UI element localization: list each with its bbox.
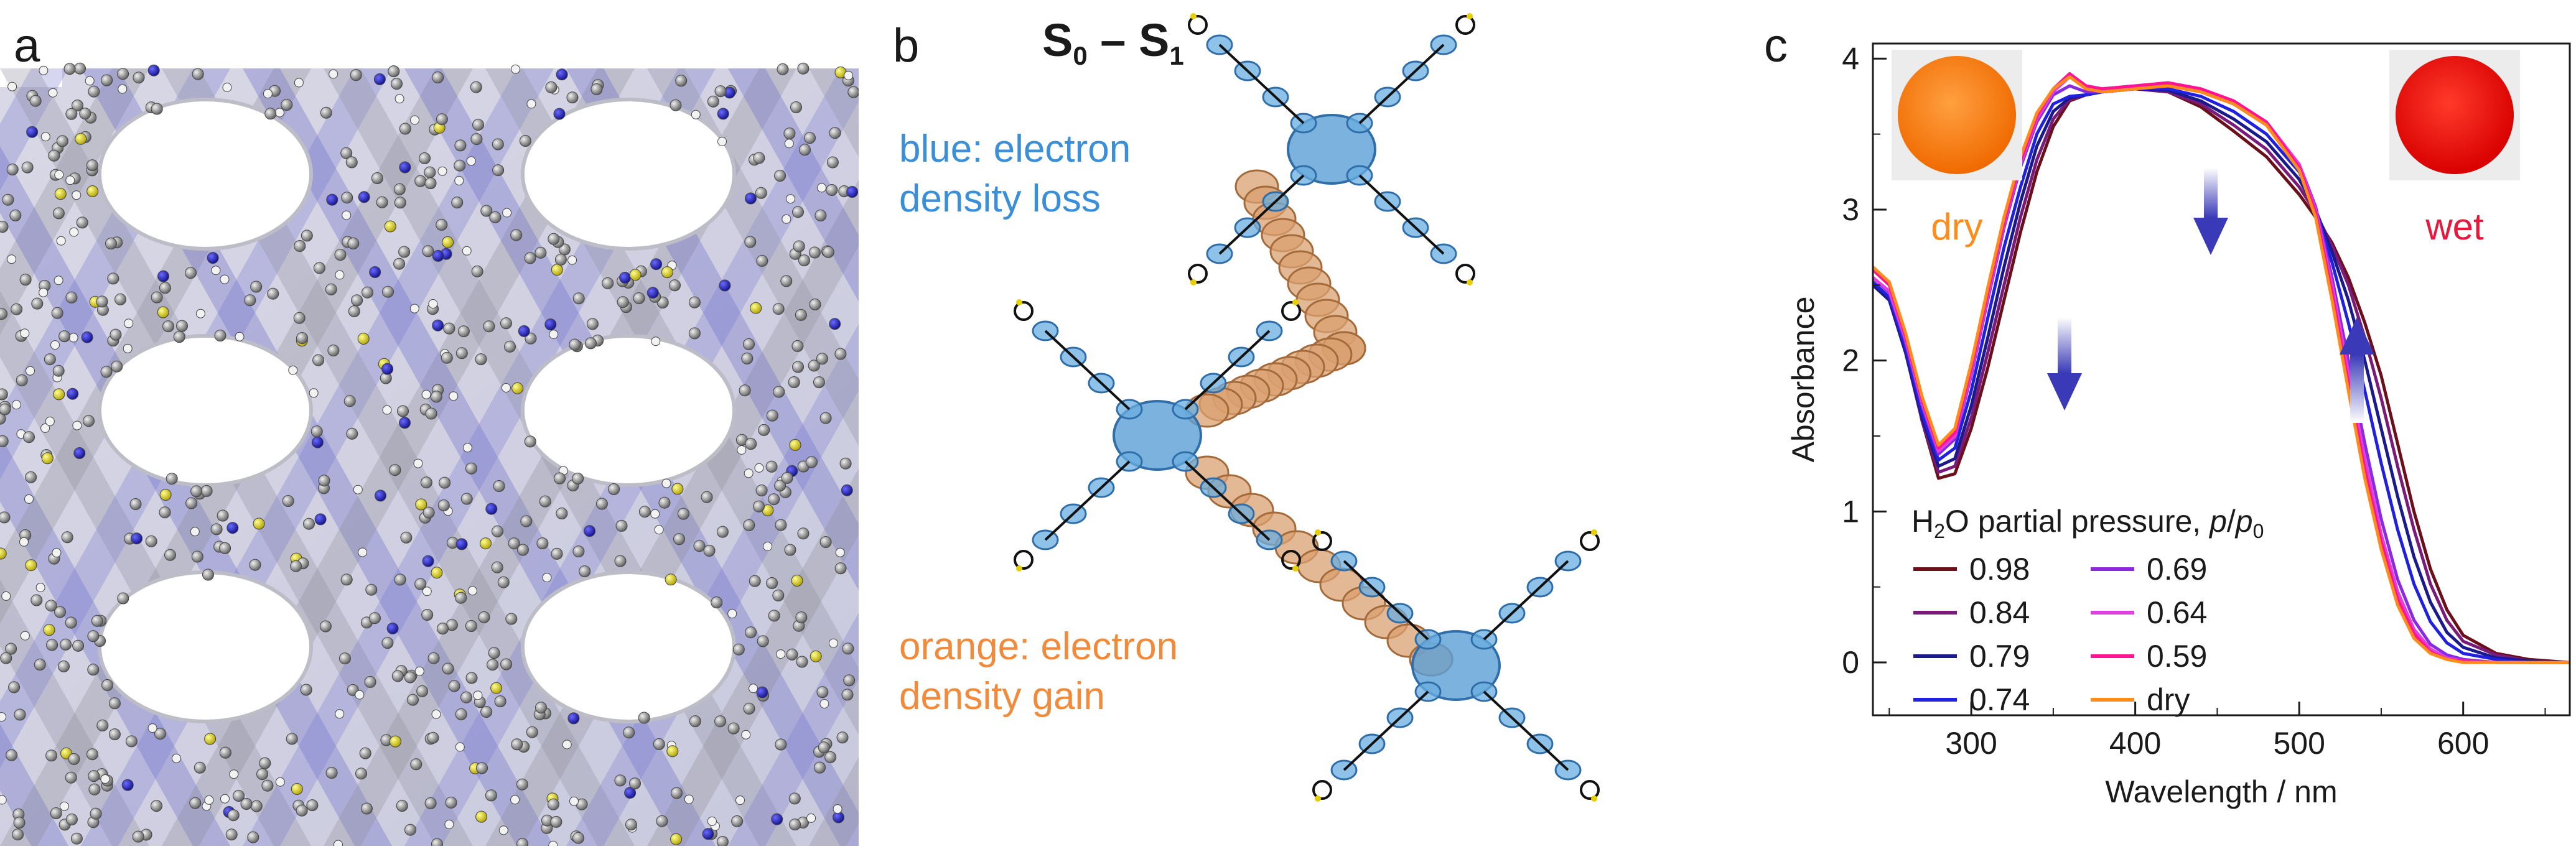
series-line-dry [1872,75,2570,664]
x-tick-label: 300 [1945,726,1997,761]
legend-label: 0.84 [1969,595,2030,630]
pore [521,334,736,487]
pore [521,98,736,251]
plot-frame [1872,42,2571,717]
y-tick-label: 0 [1842,645,1859,680]
y-tick-label: 1 [1842,494,1859,529]
y-tick-label: 4 [1842,41,1859,76]
dry-label: dry [1931,206,1982,248]
framework-pores [98,98,736,723]
panel-label-a: a [14,19,40,72]
legend-title: H2O partial pressure, p/p0 [1911,504,2264,542]
orange-caption-line1: orange: electron [899,625,1178,668]
wet-label: wet [2425,206,2484,248]
pore [98,98,313,251]
arrow-up-icon [2340,317,2374,423]
legend-label: 0.74 [1969,682,2030,717]
panel-label-c: c [1764,19,1788,72]
panel-b: S0 – S1 blue: electron density loss oran… [859,0,1717,846]
series-line-0-79 [1872,87,2570,664]
molecule-bonds [1014,13,1600,802]
pore [521,570,736,723]
orange-caption-line2: density gain [899,675,1105,718]
y-tick-label: 3 [1842,192,1859,227]
dry-sample-disc [1898,56,2016,174]
x-tick-label: 600 [2437,726,2489,761]
y-axis-label: Absorbance [1786,297,1821,463]
x-axis-label: Wavelength / nm [2105,774,2337,809]
x-tick-label: 400 [2109,726,2161,761]
absorbance-curves [1872,72,2570,664]
legend-label: dry [2147,682,2190,717]
blue-caption-line1: blue: electron [899,128,1131,170]
legend-label: 0.64 [2147,595,2207,630]
series-line-0-84 [1872,87,2570,664]
legend-label: 0.98 [1969,552,2030,587]
x-tick-label: 500 [2273,726,2325,761]
legend-label: 0.79 [1969,639,2030,674]
legend-label: 0.69 [2147,552,2207,587]
blue-caption-line2: density loss [899,177,1101,220]
chart-legend: 0.98 0.84 0.79 0.74 0.69 0.64 0.59 dry [1913,552,2207,717]
pore [98,570,313,723]
y-tick-label: 2 [1842,343,1859,378]
panel-a: a [0,0,1524,849]
electron-loss-lobes [1032,34,1582,781]
transition-title: S0 – S1 [1042,14,1184,70]
series-line-0-74 [1872,87,2570,664]
framework-structure-image [0,0,1524,849]
wet-sample-disc [2396,56,2514,174]
legend-label: 0.59 [2147,639,2207,674]
pore [98,334,313,487]
arrow-down-uv-icon [2047,317,2082,411]
arrow-down-vis-icon [2193,168,2228,255]
framework-atoms [0,62,860,849]
transition-density-image: S0 – S1 blue: electron density loss oran… [899,13,1600,802]
panel-label-b: b [893,19,920,72]
